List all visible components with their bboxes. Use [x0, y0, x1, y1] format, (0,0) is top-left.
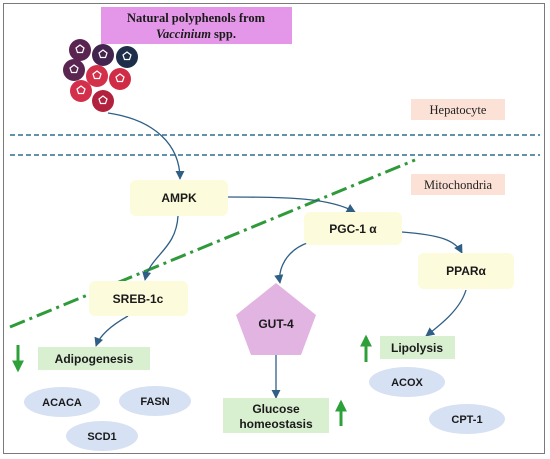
- svg-text:Mitochondria: Mitochondria: [424, 178, 492, 192]
- svg-text:ACOX: ACOX: [391, 377, 423, 389]
- mitochondria-boundary-line: [9, 158, 416, 329]
- svg-text:Lipolysis: Lipolysis: [391, 341, 443, 355]
- svg-text:PPARα: PPARα: [446, 264, 486, 278]
- acox-ellipse: ACOX: [369, 367, 445, 397]
- svg-text:Hepatocyte: Hepatocyte: [430, 103, 487, 117]
- arrow-berries-to-ampk: [107, 112, 185, 180]
- mitochondria-tag: Mitochondria: [411, 174, 505, 195]
- gut4-pentagon: GUT-4: [236, 283, 316, 355]
- source-line2: Vaccinium spp.: [156, 27, 236, 41]
- hepatocyte-tag: Hepatocyte: [411, 99, 505, 120]
- svg-text:homeostasis: homeostasis: [239, 417, 313, 431]
- svg-text:FASN: FASN: [140, 396, 169, 408]
- svg-text:AMPK: AMPK: [161, 191, 197, 205]
- arrow-pgc1a-to-ppara: [401, 231, 463, 254]
- source-line1: Natural polyphenols from: [127, 11, 266, 25]
- cpt1-ellipse: CPT-1: [429, 404, 505, 434]
- svg-text:Adipogenesis: Adipogenesis: [55, 352, 134, 366]
- svg-text:SREB-1c: SREB-1c: [113, 292, 164, 306]
- adipogenesis-box: Adipogenesis: [38, 347, 150, 370]
- glucose-homeostasis-box: Glucose homeostasis: [223, 398, 329, 433]
- svg-text:CPT-1: CPT-1: [451, 414, 482, 426]
- ppara-node: PPARα: [418, 253, 514, 289]
- polyphenol-source-box: Natural polyphenols from Vaccinium spp.: [101, 7, 292, 44]
- sreb1c-node: SREB-1c: [89, 281, 188, 316]
- svg-text:Glucose: Glucose: [252, 402, 300, 416]
- lipolysis-box: Lipolysis: [380, 336, 455, 359]
- acaca-ellipse: ACACA: [24, 387, 100, 417]
- scd1-ellipse: SCD1: [66, 421, 138, 451]
- svg-text:GUT-4: GUT-4: [258, 317, 294, 331]
- ampk-node: AMPK: [130, 180, 228, 216]
- svg-text:PGC-1 α: PGC-1 α: [329, 222, 377, 236]
- arrow-ampk-to-pgc1a: [227, 196, 356, 213]
- arrow-pgc1a-to-gut4: [274, 241, 311, 284]
- arrow-ppara-to-lipolysis: [425, 289, 467, 337]
- arrow-sreb1c-to-adipogenesis: [94, 315, 129, 347]
- berries-icon: [63, 39, 138, 112]
- arrow-ampk-to-sreb1c: [142, 215, 179, 281]
- svg-text:SCD1: SCD1: [87, 431, 116, 443]
- fasn-ellipse: FASN: [119, 386, 191, 416]
- pgc1a-node: PGC-1 α: [304, 212, 402, 245]
- svg-text:ACACA: ACACA: [42, 397, 82, 409]
